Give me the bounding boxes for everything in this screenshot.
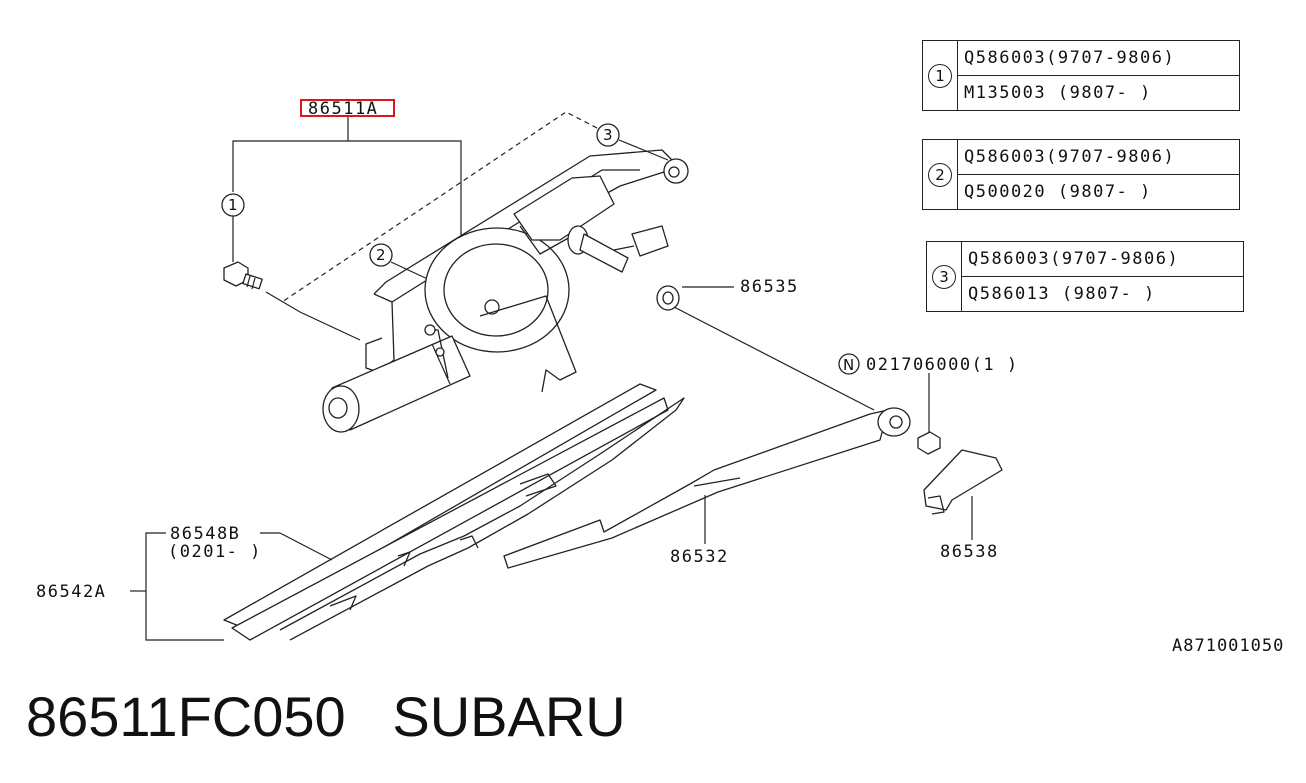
- blade-rubber-date: (0201- ): [168, 542, 262, 562]
- ref-table-3: 3 Q586003(9707-9806) Q586013 (9807- ): [926, 241, 1244, 312]
- motor-assembly-highlight: [300, 99, 395, 117]
- arm-label: 86532: [670, 547, 729, 567]
- ref-key-3: 3: [926, 241, 962, 312]
- svg-text:1: 1: [228, 196, 238, 214]
- ref-row: Q586013 (9807- ): [961, 276, 1244, 312]
- ref-key-2: 2: [922, 139, 958, 210]
- nut-part: [838, 353, 941, 455]
- ref-row: Q586003(9707-9806): [961, 241, 1244, 277]
- cap-part: [656, 285, 875, 411]
- ref-row: Q500020 (9807- ): [957, 174, 1240, 210]
- ref-table-2: 2 Q586003(9707-9806) Q500020 (9807- ): [922, 139, 1240, 210]
- diagram-id: A871001050: [1172, 636, 1285, 656]
- ref-row: M135003 (9807- ): [957, 75, 1240, 111]
- callout-3: 3: [596, 123, 620, 147]
- arm-cover: [923, 449, 1003, 540]
- bolt-icon: [223, 261, 263, 290]
- nut-marker: N: [843, 356, 854, 374]
- callout-2: 2: [369, 243, 393, 267]
- wiper-motor: [322, 149, 689, 433]
- ref-row: Q586003(9707-9806): [957, 139, 1240, 175]
- ref-row: Q586003(9707-9806): [957, 40, 1240, 76]
- callout-1: 1: [221, 193, 245, 217]
- part-number: 86511FC050: [26, 685, 346, 748]
- blade-assembly-label: 86542A: [36, 582, 106, 602]
- wiper-arm: [503, 407, 911, 569]
- footer-caption: 86511FC050 SUBARU: [26, 684, 626, 749]
- brand-name: SUBARU: [392, 685, 626, 748]
- motor-assembly-bracket: [232, 117, 462, 262]
- wiper-blade: [223, 383, 685, 641]
- arm-cover-label: 86538: [940, 542, 999, 562]
- motor-assembly-label: 86511A: [308, 99, 378, 119]
- nut-spec-label: 021706000(1 ): [866, 355, 1019, 375]
- ref-key-1: 1: [922, 40, 958, 111]
- svg-text:2: 2: [376, 246, 386, 264]
- blade-rubber-label: 86548B: [170, 524, 240, 544]
- svg-text:3: 3: [603, 126, 613, 144]
- ref-table-1: 1 Q586003(9707-9806) M135003 (9807- ): [922, 40, 1240, 111]
- cap-label: 86535: [740, 277, 799, 297]
